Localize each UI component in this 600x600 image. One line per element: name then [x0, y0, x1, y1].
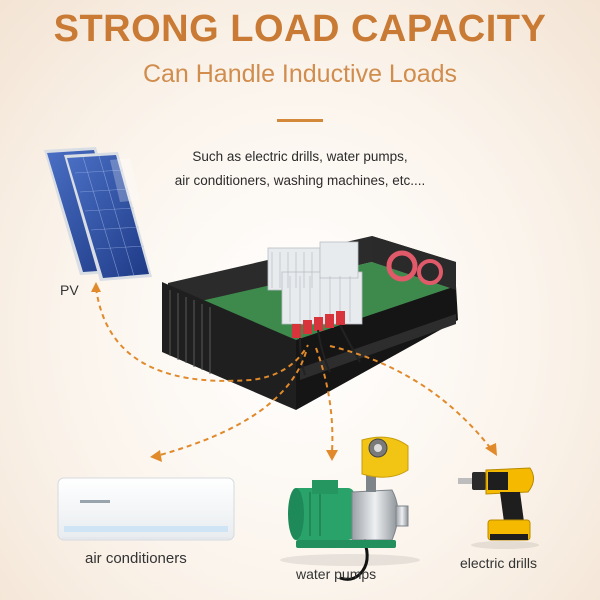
connector-pump [315, 347, 334, 453]
arrow-drill [485, 443, 497, 456]
arrow-ac [150, 450, 162, 462]
label-pv: PV [60, 282, 79, 298]
connector-arrowheads [91, 282, 497, 462]
water-pump-icon [280, 436, 420, 581]
electric-drill-icon [458, 467, 539, 549]
page-subtitle: Can Handle Inductive Loads [142, 60, 458, 88]
title-divider [277, 119, 323, 122]
connector-lines [95, 287, 493, 456]
label-electric-drills: electric drills [460, 555, 538, 571]
inverter-device-icon [162, 236, 458, 410]
label-water-pumps: water pumps [296, 566, 377, 582]
page-title: STRONG LOAD CAPACITY [53, 8, 547, 50]
air-conditioner-icon [57, 477, 235, 541]
arrow-pump [326, 450, 338, 461]
description-line-1: Such as electric drills, water pumps, [192, 149, 408, 164]
connector-drill [329, 345, 493, 451]
connector-pv [95, 287, 309, 382]
label-air-conditioners: air conditioners [85, 550, 187, 567]
connector-ac [159, 351, 307, 456]
solar-panel-icon [44, 147, 152, 281]
description-text: Such as electric drills, water pumps, ai… [140, 145, 460, 193]
arrow-pv [91, 282, 101, 292]
description-line-2: air conditioners, washing machines, etc.… [174, 173, 426, 188]
